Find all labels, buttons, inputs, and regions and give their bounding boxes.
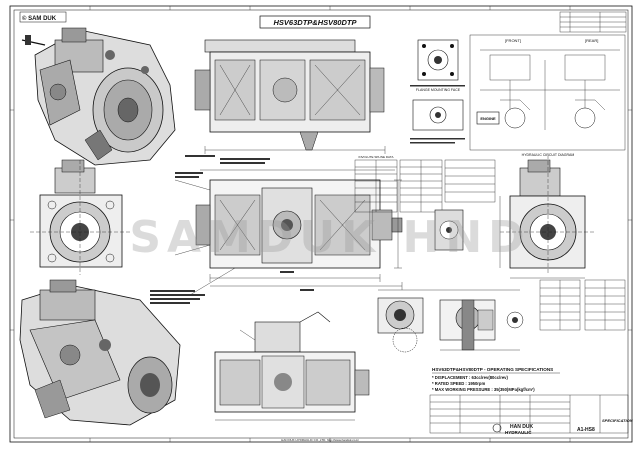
outer-border — [9, 5, 633, 443]
title-block-label: SPECIFICATION — [602, 418, 633, 423]
model-title-box: HSV63DTP&HSV80DTP — [259, 15, 371, 29]
pump-iso-view-bottom — [19, 279, 181, 426]
pump-side-view-left — [30, 159, 130, 275]
drawing-number: A1-HS8 — [577, 427, 595, 433]
spline-table-caption: INVOLUTE SPLINE DATA — [359, 155, 394, 159]
specification-block: HSV63DTP&HSV80DTP - OPERATING SPECIFICAT… — [432, 367, 560, 392]
company-block: HAN DUK HYDRAULIC — [492, 423, 533, 435]
company-name-1: HAN DUK — [510, 424, 533, 430]
spline-data-tables — [354, 159, 626, 331]
model-title: HSV63DTP&HSV80DTP — [274, 18, 358, 27]
inner-border — [13, 9, 629, 439]
brand-logo-text: © SAM DUK — [22, 15, 57, 22]
spec-heading: HSV63DTP&HSV80DTP - OPERATING SPECIFICAT… — [432, 367, 553, 372]
footer-note: HAN DUK HYDRAULIC CO.,LTD. http://www.ha… — [281, 438, 359, 442]
border-ticks — [10, 6, 632, 442]
spec-line-1: * DISPLACEMENT : 63cc/rev(80cc/rev) — [432, 375, 508, 380]
engine-label: ENGINE — [480, 116, 496, 121]
title-block: SPECIFICATION A1-HS8 — [577, 418, 633, 433]
watermark: SAMDUK HND — [129, 212, 530, 263]
pump-top-elevation — [194, 39, 386, 154]
parts-list-table — [429, 394, 629, 434]
revision-table — [559, 11, 627, 33]
brand-logo: © SAM DUK — [19, 11, 67, 23]
flange-label: FLANGE MOUNTING FACE — [416, 88, 461, 92]
pump-iso-view-top — [21, 27, 176, 166]
hydraulic-circuit: [FRONT] [REAR] ENGINE HYDRAULIC CIRCUIT … — [469, 34, 626, 157]
spec-line-2: * RATED SPEED : 1950rpm — [432, 381, 485, 386]
pump-bottom-elevation — [214, 311, 370, 421]
circuit-rear-label: [REAR] — [585, 38, 598, 43]
pump-side-view-right — [434, 155, 595, 279]
flange-views: FLANGE MOUNTING FACE — [410, 39, 465, 144]
spec-line-3: * MAX WORKING PRESSURE : 35(350)MPa(kgf/… — [432, 387, 535, 392]
company-name-2: HYDRAULIC — [505, 430, 532, 435]
pump-main-elevation — [150, 155, 403, 304]
circuit-front-label: [FRONT] — [505, 38, 521, 43]
pump-section-views — [377, 289, 524, 353]
